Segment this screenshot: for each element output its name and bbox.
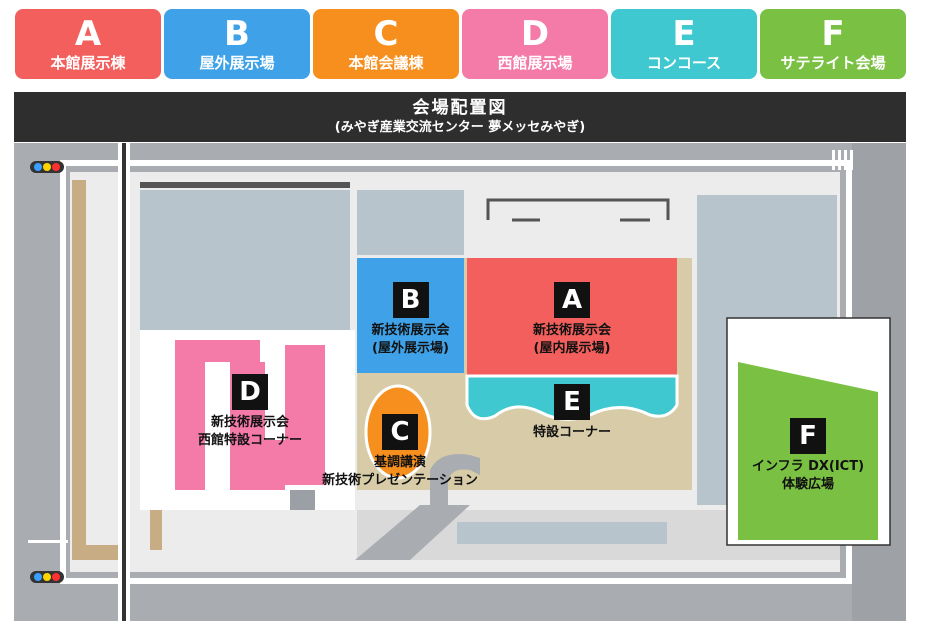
area-label-a: A 新技術展示会 (屋内展示場) [467, 282, 677, 358]
road-marking-bottom [60, 578, 850, 584]
area-f-line1: インフラ DX(ICT) [751, 459, 865, 474]
area-e-line1: 特設コーナー [532, 425, 611, 440]
area-label-d: D 新技術展示会 西館特設コーナー [175, 374, 325, 450]
road-curve [430, 454, 480, 510]
road-lower-diagonal [355, 505, 470, 560]
area-label-c: C 基調講演 新技術プレゼンテーション [290, 414, 510, 490]
building-top-outline [486, 198, 670, 222]
legend-letter: D [520, 14, 550, 54]
legend-a: A 本館展示棟 [15, 9, 161, 79]
legend-letter: F [821, 14, 845, 54]
area-d-line1: 新技術展示会 [210, 415, 289, 430]
area-b-badge: B [392, 282, 429, 318]
path-left-tan [72, 180, 118, 560]
traffic-light-top-left-icon [30, 161, 64, 173]
area-c-line2: 新技術プレゼンテーション [322, 473, 478, 488]
legend-name: コンコース [646, 54, 722, 72]
building-b-top [357, 190, 464, 255]
legend-letter: E [672, 14, 696, 54]
building-top-strip [140, 182, 350, 188]
legend-name: 屋外展示場 [199, 54, 275, 72]
building-west [140, 190, 350, 330]
legend-e: E コンコース [611, 9, 757, 79]
building-small-grey [290, 490, 315, 510]
map-title: 会場配置図 [412, 98, 508, 118]
railway-line [122, 143, 126, 621]
legend-c: C 本館会議棟 [313, 9, 459, 79]
area-f-line2: 体験広場 [781, 477, 834, 492]
legend-name: 西館展示場 [497, 54, 573, 72]
area-c-badge: C [382, 414, 418, 450]
road-marking-top [60, 160, 850, 166]
traffic-light-bottom-left-icon [30, 571, 64, 583]
map-title-banner: 会場配置図 (みやぎ産業交流センター 夢メッセみやぎ) [14, 92, 906, 142]
area-label-f: F インフラ DX(ICT) 体験広場 [738, 418, 878, 494]
area-d-line2: 西館特設コーナー [197, 433, 302, 448]
legend-letter: A [74, 14, 102, 54]
map-subtitle: (みやぎ産業交流センター 夢メッセみやぎ) [334, 120, 586, 135]
area-a-badge: A [554, 282, 590, 318]
area-b-line1: 新技術展示会 [371, 323, 450, 338]
legend-name: 本館会議棟 [348, 54, 424, 72]
legend-name: サテライト会場 [780, 54, 886, 72]
legend-d: D 西館展示場 [462, 9, 608, 79]
area-a-line1: 新技術展示会 [532, 323, 611, 338]
area-a-line2: (屋内展示場) [533, 341, 611, 356]
area-c-line1: 基調講演 [373, 455, 426, 470]
legend-letter: B [224, 14, 250, 54]
crosswalk-top-right [832, 150, 853, 170]
parking-strip [457, 522, 667, 544]
legend-name: 本館展示棟 [50, 54, 126, 72]
area-b-line2: (屋外展示場) [372, 341, 449, 356]
area-e-badge: E [554, 384, 590, 420]
legend-letter: C [373, 14, 399, 54]
area-d-badge: D [232, 374, 268, 410]
crosswalk-left-bottom [28, 540, 68, 543]
road-marking-left [60, 160, 66, 584]
area-label-b: B 新技術展示会 (屋外展示場) [357, 282, 464, 358]
area-label-e: E 特設コーナー [467, 384, 677, 442]
area-f-badge: F [790, 418, 826, 454]
legend-f: F サテライト会場 [760, 9, 906, 79]
legend-b: B 屋外展示場 [164, 9, 310, 79]
